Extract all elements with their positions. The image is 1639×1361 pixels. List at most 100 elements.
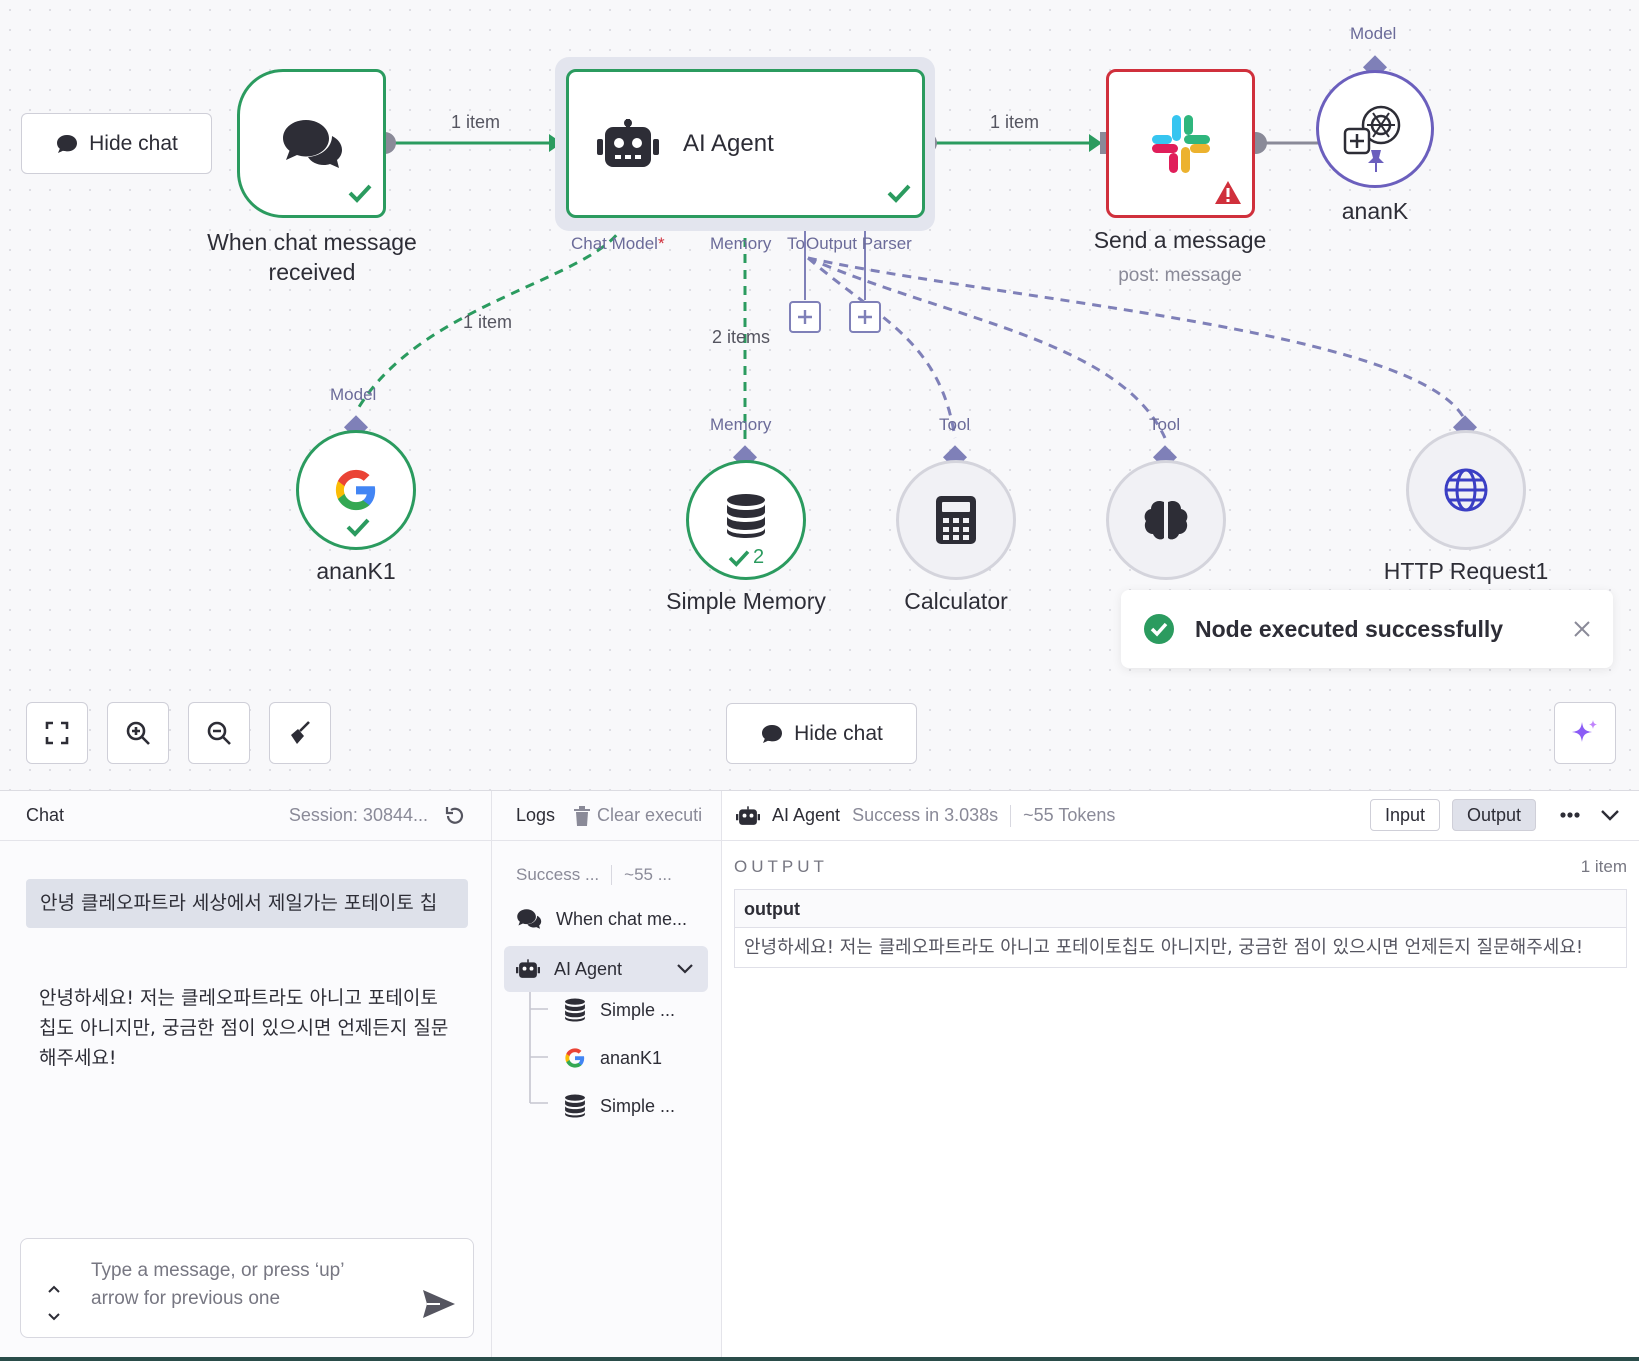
- log-item-label: Simple ...: [600, 999, 676, 1020]
- node-simple-memory[interactable]: 2: [686, 460, 806, 580]
- memory-run-badge: 2: [727, 546, 764, 569]
- bottom-panel: Chat Session: 30844... 안녕 클레오파트라 세상에서 제일…: [0, 790, 1639, 1361]
- refresh-session-icon[interactable]: [444, 805, 466, 827]
- workflow-canvas[interactable]: Hide chat When chat message received 1 i…: [0, 0, 1639, 790]
- ai-assistant-button[interactable]: [1554, 702, 1616, 764]
- tidy-up-button[interactable]: [269, 702, 331, 764]
- gemini-node-label: ananK1: [316, 558, 396, 584]
- chat-panel: Chat Session: 30844... 안녕 클레오파트라 세상에서 제일…: [0, 791, 492, 1361]
- chat-bubble-icon: [57, 134, 78, 153]
- send-icon[interactable]: [422, 1289, 456, 1319]
- slack-logo-icon: [1151, 114, 1210, 173]
- log-item-simple-memory-2[interactable]: Simple ...: [564, 1086, 675, 1126]
- output-tokens: ~55 Tokens: [1023, 805, 1116, 825]
- http-node-label: HTTP Request1: [1383, 558, 1549, 584]
- output-cell[interactable]: 안녕하세요! 저는 클레오파트라도 아니고 포테이토칩도 아니지만, 궁금한 점…: [744, 937, 1584, 958]
- edge-label-model: 1 item: [463, 312, 513, 332]
- chat-header: Chat Session: 30844...: [0, 791, 492, 841]
- user-message: 안녕 클레오파트라 세상에서 제일가는 포테이토 칩: [26, 879, 468, 928]
- database-icon: [565, 1094, 585, 1118]
- chevron-down-icon[interactable]: [676, 963, 694, 975]
- log-item-label: When chat me...: [556, 908, 688, 929]
- trash-icon: [574, 805, 591, 826]
- openai-node-label: ananK: [1341, 198, 1409, 224]
- trigger-label-line2: received: [268, 259, 356, 285]
- trigger-label-line1: When chat message: [207, 229, 417, 255]
- memory-run-count: 2: [753, 546, 765, 568]
- node-slack-send-message[interactable]: [1106, 69, 1255, 218]
- port-label-chat-model: Chat Model*: [571, 234, 665, 253]
- more-options-icon[interactable]: [1560, 811, 1580, 819]
- chat-bubble-icon: [762, 724, 783, 743]
- logs-summary: Success ... ~55 ...: [516, 865, 672, 885]
- output-item-count: 1 item: [1580, 857, 1627, 876]
- clear-execution-button[interactable]: Clear executi: [573, 805, 702, 826]
- success-check-icon: [887, 184, 911, 203]
- hide-chat-button-bottom[interactable]: Hide chat: [726, 703, 917, 764]
- expand-icon: [45, 721, 69, 745]
- log-item-ai-agent[interactable]: AI Agent: [504, 946, 708, 992]
- log-item-simple-memory-1[interactable]: Simple ...: [564, 990, 675, 1030]
- log-item-chat-trigger[interactable]: When chat me...: [516, 899, 687, 939]
- port-label-think-tool: Tool: [1149, 415, 1181, 434]
- log-item-gemini[interactable]: ananK1: [564, 1038, 662, 1078]
- google-logo-icon: [335, 469, 376, 511]
- log-item-label: ananK1: [600, 1047, 663, 1068]
- plus-icon: [858, 310, 872, 324]
- edge-tool-calculator: [807, 256, 957, 439]
- port-label-output-parser: Output Parser: [806, 234, 912, 253]
- history-arrows-icon[interactable]: [47, 1283, 61, 1323]
- node-ai-agent[interactable]: AI Agent: [566, 69, 925, 218]
- zoom-in-button[interactable]: [107, 702, 169, 764]
- port-label-tool: To: [787, 234, 805, 253]
- success-check-icon: [348, 184, 372, 203]
- output-status: Success in 3.038s: [852, 805, 999, 825]
- agent-node-title: AI Agent: [683, 129, 774, 157]
- fit-view-button[interactable]: [26, 702, 88, 764]
- chat-bubbles-icon: [282, 119, 342, 168]
- node-think-tool[interactable]: [1106, 460, 1226, 580]
- port-label-gemini-model: Model: [330, 385, 377, 404]
- collapse-panel-icon[interactable]: [1600, 808, 1620, 822]
- output-node-name: AI Agent: [772, 805, 841, 825]
- zoom-out-icon: [207, 721, 231, 745]
- add-tool-button[interactable]: [789, 301, 821, 333]
- openai-logo-icon: [1343, 105, 1401, 155]
- robot-icon: [516, 959, 540, 978]
- output-toggle-button[interactable]: Output: [1452, 799, 1536, 831]
- database-icon: [727, 494, 765, 538]
- edge-label-trigger-agent: 1 item: [451, 112, 501, 132]
- edge-label-agent-slack: 1 item: [990, 112, 1040, 132]
- logs-summary-status: Success ...: [516, 865, 600, 884]
- success-circle-icon: [1144, 614, 1174, 644]
- zoom-out-button[interactable]: [188, 702, 250, 764]
- close-icon[interactable]: [1573, 620, 1591, 638]
- sparkles-icon: [1572, 720, 1597, 742]
- slack-node-label: Send a message: [1093, 227, 1267, 253]
- node-chat-trigger[interactable]: [237, 69, 386, 218]
- pin-icon: [1368, 150, 1384, 172]
- log-item-label: Simple ...: [600, 1095, 676, 1116]
- node-openai-model[interactable]: [1316, 70, 1434, 188]
- logs-panel: Logs Clear executi Success ... ~55 ... W…: [492, 791, 722, 1361]
- node-http-request[interactable]: [1406, 430, 1526, 550]
- output-panel: AI Agent Success in 3.038s ~55 Tokens In…: [722, 791, 1639, 1361]
- plus-icon: [798, 310, 812, 324]
- chat-input-box: [20, 1238, 474, 1338]
- database-icon: [565, 998, 585, 1022]
- calculator-icon: [936, 496, 976, 544]
- chat-message-input[interactable]: [91, 1257, 391, 1321]
- edge-label-memory: 2 items: [712, 327, 771, 347]
- hide-chat-label: Hide chat: [794, 721, 883, 745]
- node-gemini-model[interactable]: [296, 430, 416, 550]
- success-toast: Node executed successfully: [1121, 590, 1613, 668]
- port-label-memory: Memory: [710, 234, 772, 253]
- add-output-parser-button[interactable]: [849, 301, 881, 333]
- input-toggle-button[interactable]: Input: [1370, 799, 1440, 831]
- clear-execution-label: Clear executi: [597, 805, 703, 825]
- node-calculator[interactable]: [896, 460, 1016, 580]
- hide-chat-button-top[interactable]: Hide chat: [21, 113, 212, 174]
- memory-node-label: Simple Memory: [666, 588, 826, 614]
- session-info: Session: 30844...: [289, 805, 466, 827]
- globe-icon: [1444, 468, 1488, 512]
